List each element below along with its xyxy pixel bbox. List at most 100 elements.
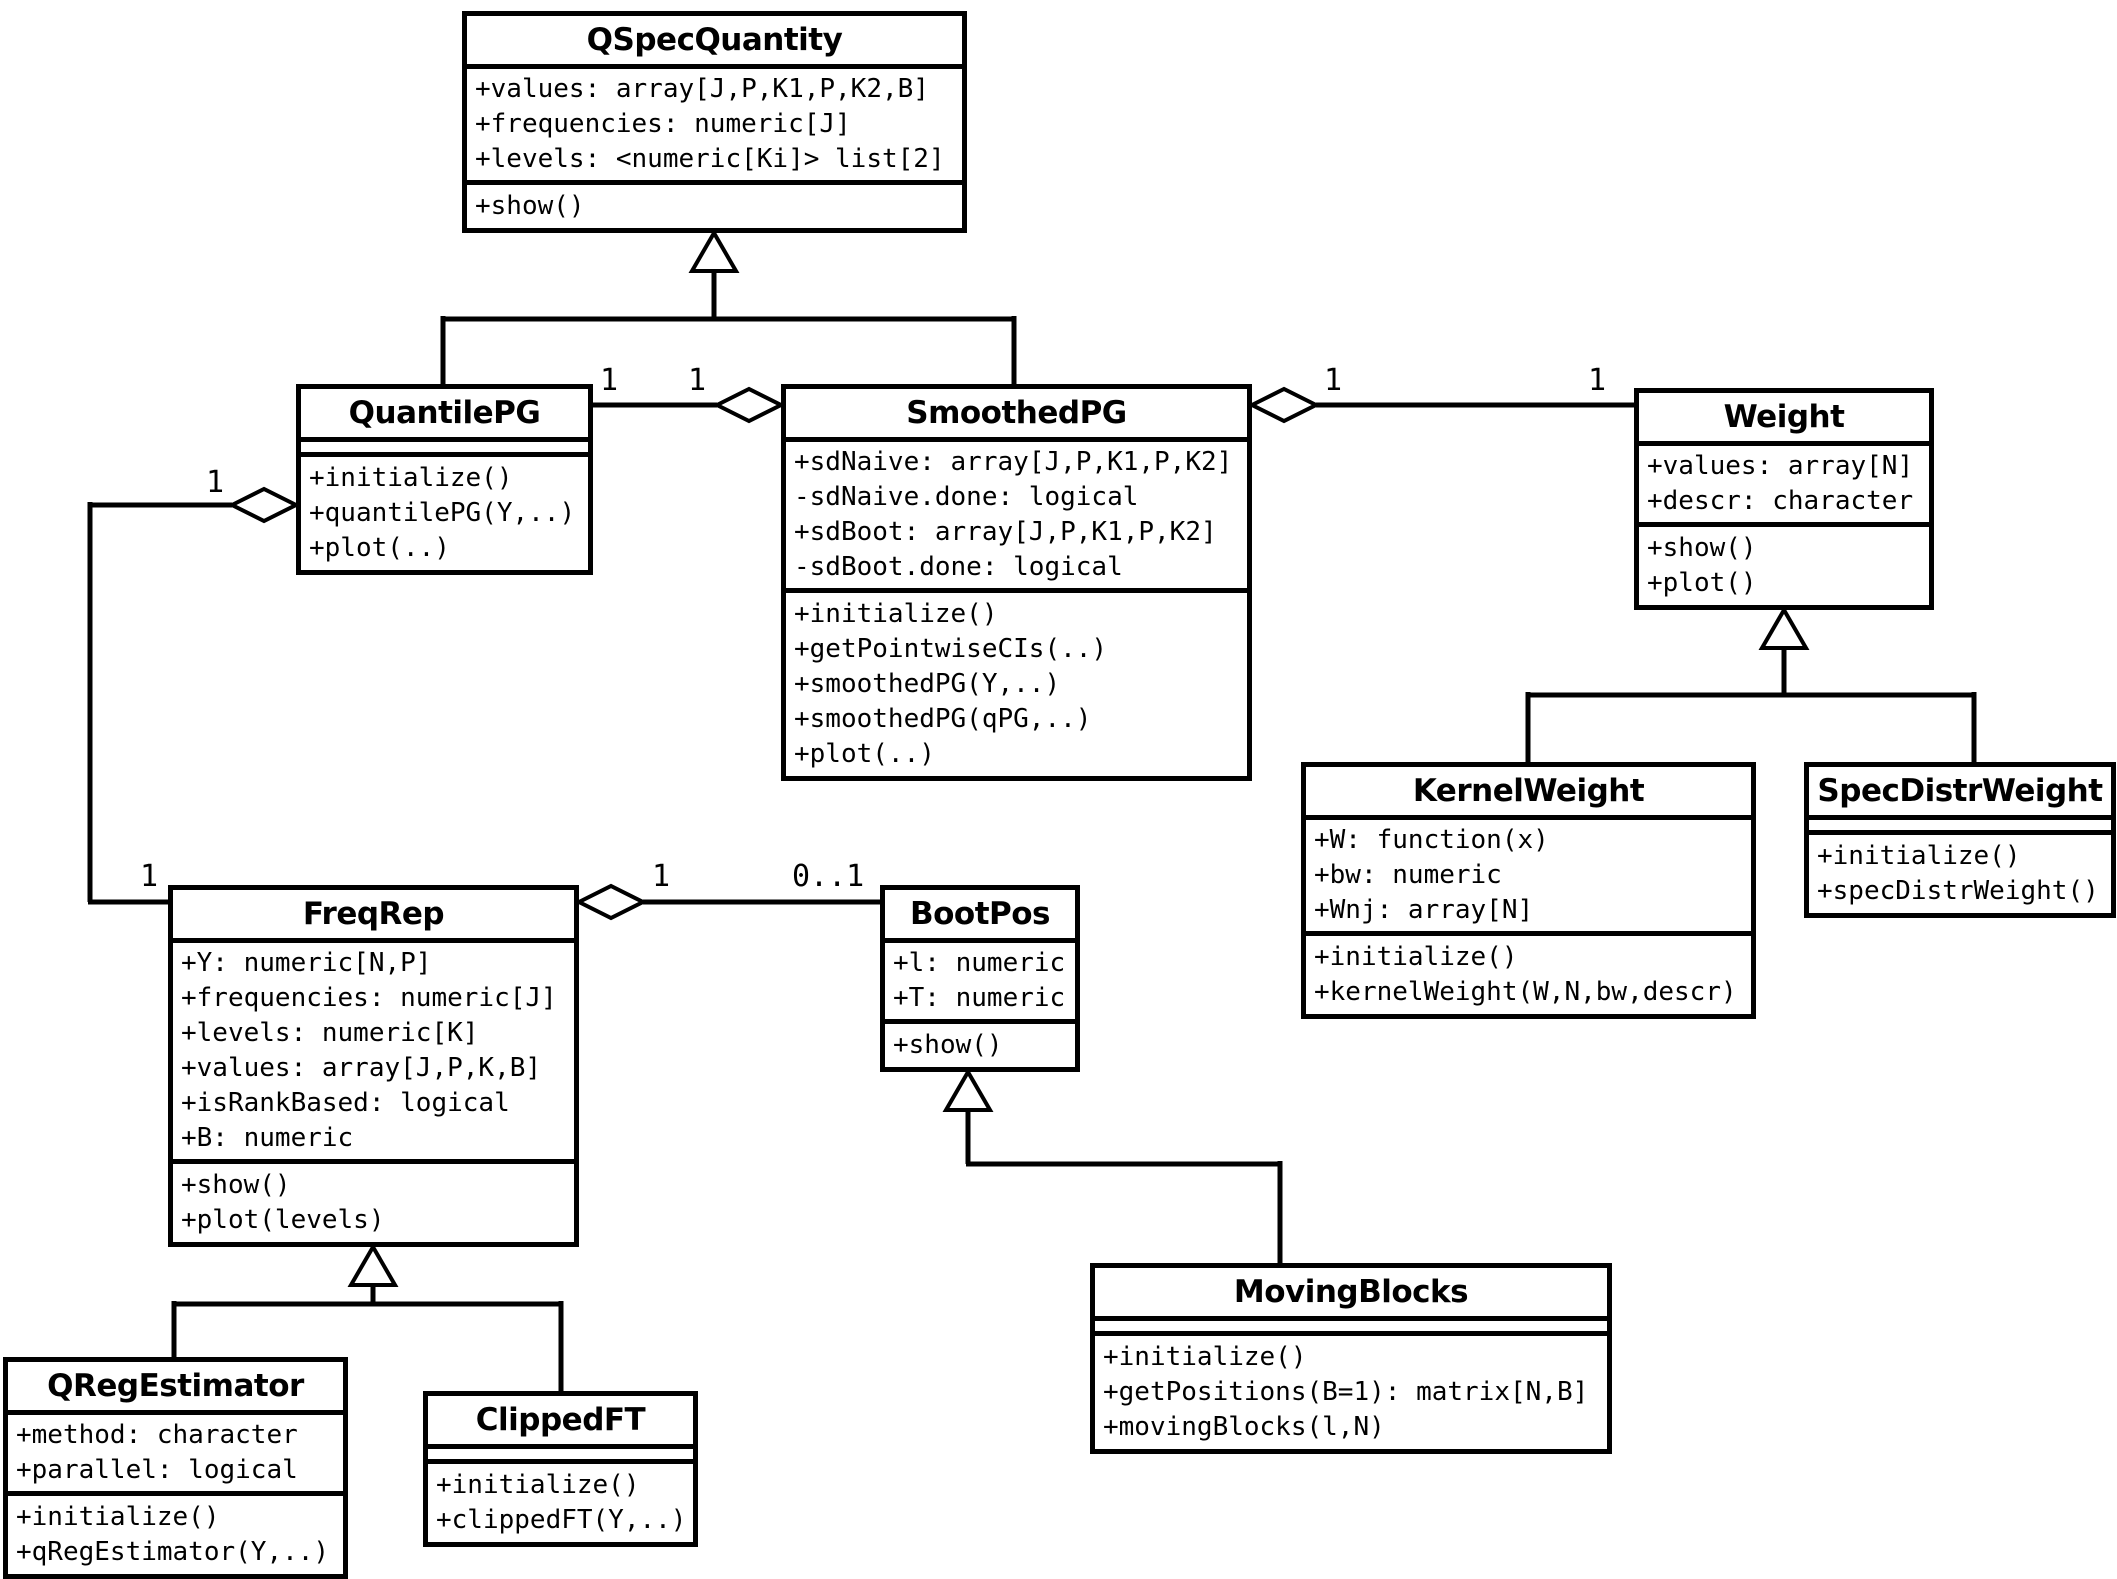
uml-member-line: +plot(..) xyxy=(794,739,935,769)
class-attributes-weight: +values: array[N]+descr: character xyxy=(1639,446,1929,527)
uml-member-line: +show() xyxy=(1647,533,1757,563)
class-bootpos: BootPos +l: numeric+T: numeric +show() xyxy=(880,885,1080,1072)
class-attributes-smoothedpg: +sdNaive: array[J,P,K1,P,K2] -sdNaive.don… xyxy=(786,442,1247,593)
class-attributes-clippedft xyxy=(428,1449,693,1464)
uml-member-line: +initialize() xyxy=(1314,942,1518,972)
class-weight: Weight +values: array[N]+descr: characte… xyxy=(1634,388,1934,610)
uml-member-line: +levels: numeric[K] xyxy=(181,1018,479,1048)
uml-member-line: +frequencies: numeric[J] xyxy=(475,109,851,139)
class-methods-weight: +show() +plot() xyxy=(1639,527,1929,605)
aggregation-diamond-smoothedpg-right xyxy=(1247,386,1321,424)
class-kernelweight: KernelWeight +W: function(x)+bw: numeric… xyxy=(1301,762,1756,1019)
uml-member-line: -sdBoot.done: logical xyxy=(794,552,1123,582)
class-qspecquantity: QSpecQuantity +values: array[J,P,K1,P,K2… xyxy=(462,11,967,233)
uml-member-line: +initialize() xyxy=(436,1470,640,1500)
uml-member-line: +show() xyxy=(181,1170,291,1200)
uml-member-line: +smoothedPG(Y,..) xyxy=(794,669,1061,699)
class-title-weight: Weight xyxy=(1639,393,1929,446)
class-smoothedpg: SmoothedPG +sdNaive: array[J,P,K1,P,K2] -… xyxy=(781,384,1252,781)
class-methods-specdistrweight: +initialize() +specDistrWeight() xyxy=(1809,835,2111,913)
uml-member-line: +l: numeric xyxy=(893,948,1066,978)
class-qregestimator: QRegEstimator +method: character +paralle… xyxy=(3,1357,348,1579)
uml-member-line: +W: function(x) xyxy=(1314,825,1549,855)
uml-member-line: +initialize() xyxy=(309,463,513,493)
class-methods-bootpos: +show() xyxy=(885,1024,1075,1067)
uml-member-line: +Wnj: array[N] xyxy=(1314,895,1534,925)
uml-member-line: +plot() xyxy=(1647,568,1757,598)
class-title-qspecquantity: QSpecQuantity xyxy=(467,16,962,69)
class-methods-kernelweight: +initialize()+kernelWeight(W,N,bw,descr) xyxy=(1306,936,1751,1014)
uml-member-line: +levels: <numeric[Ki]> list[2] xyxy=(475,144,945,174)
uml-member-line: +specDistrWeight() xyxy=(1817,876,2099,906)
class-attributes-bootpos: +l: numeric +T: numeric xyxy=(885,943,1075,1024)
class-freqrep: FreqRep +Y: numeric[N,P] +frequencies: nu… xyxy=(168,885,579,1247)
inheritance-triangle-weight xyxy=(1758,606,1810,650)
class-methods-qspecquantity: +show() xyxy=(467,185,962,228)
class-quantilepg: QuantilePG +initialize()+quantilePG(Y,..… xyxy=(296,384,593,575)
multiplicity-quantilepg-smoothedpg-left: 1 xyxy=(600,363,619,398)
uml-member-line: +sdNaive: array[J,P,K1,P,K2] xyxy=(794,447,1233,477)
class-title-clippedft: ClippedFT xyxy=(428,1396,693,1449)
class-attributes-kernelweight: +W: function(x)+bw: numeric+Wnj: array[N… xyxy=(1306,820,1751,936)
multiplicity-freqrep-bootpos-right: 0..1 xyxy=(792,859,865,894)
uml-member-line: +sdBoot: array[J,P,K1,P,K2] xyxy=(794,517,1217,547)
multiplicity-smoothedpg-weight-left: 1 xyxy=(1324,363,1343,398)
aggregation-diamond-freqrep-right xyxy=(574,883,648,921)
uml-member-line: -sdNaive.done: logical xyxy=(794,482,1139,512)
class-attributes-quantilepg xyxy=(301,442,588,457)
class-methods-freqrep: +show() +plot(levels) xyxy=(173,1164,574,1242)
uml-member-line: +frequencies: numeric[J] xyxy=(181,983,557,1013)
class-title-freqrep: FreqRep xyxy=(173,890,574,943)
uml-member-line: +getPointwiseCIs(..) xyxy=(794,634,1108,664)
class-methods-smoothedpg: +initialize() +getPointwiseCIs(..) +smooth… xyxy=(786,593,1247,776)
inheritance-triangle-qspecquantity xyxy=(688,229,740,273)
class-specdistrweight: SpecDistrWeight +initialize() +specDistrW… xyxy=(1804,762,2116,918)
class-attributes-qspecquantity: +values: array[J,P,K1,P,K2,B] +frequencie… xyxy=(467,69,962,185)
uml-member-line: +smoothedPG(qPG,..) xyxy=(794,704,1092,734)
class-title-movingblocks: MovingBlocks xyxy=(1095,1268,1607,1321)
uml-member-line: +Y: numeric[N,P] xyxy=(181,948,432,978)
class-title-kernelweight: KernelWeight xyxy=(1306,767,1751,820)
uml-member-line: +plot(..) xyxy=(309,533,450,563)
uml-member-line: +T: numeric xyxy=(893,983,1066,1013)
uml-member-line: +qRegEstimator(Y,..) xyxy=(16,1537,330,1567)
class-methods-clippedft: +initialize() +clippedFT(Y,..) xyxy=(428,1464,693,1542)
inheritance-triangle-freqrep xyxy=(347,1243,399,1287)
class-title-specdistrweight: SpecDistrWeight xyxy=(1809,767,2111,820)
class-title-smoothedpg: SmoothedPG xyxy=(786,389,1247,442)
class-methods-quantilepg: +initialize() +quantilePG(Y,..) +plot(..) xyxy=(301,457,588,570)
class-attributes-freqrep: +Y: numeric[N,P] +frequencies: numeric[J]… xyxy=(173,943,574,1164)
class-clippedft: ClippedFT +initialize() +clippedFT(Y,..) xyxy=(423,1391,698,1547)
uml-member-line: +initialize() xyxy=(794,599,998,629)
class-attributes-movingblocks xyxy=(1095,1321,1607,1336)
class-methods-movingblocks: +initialize() +getPositions(B=1): matrix[… xyxy=(1095,1336,1607,1449)
uml-member-line: +initialize() xyxy=(1817,841,2021,871)
uml-member-line: +show() xyxy=(893,1030,1003,1060)
uml-member-line: +clippedFT(Y,..) xyxy=(436,1505,687,1535)
uml-member-line: +isRankBased: logical xyxy=(181,1088,510,1118)
uml-member-line: +initialize() xyxy=(1103,1342,1307,1372)
multiplicity-quantilepg-smoothedpg-right: 1 xyxy=(688,363,707,398)
multiplicity-quantilepg-freqrep-top: 1 xyxy=(206,465,225,500)
aggregation-diamond-quantilepg-left xyxy=(227,486,301,524)
uml-member-line: +initialize() xyxy=(16,1502,220,1532)
class-title-qregestimator: QRegEstimator xyxy=(8,1362,343,1415)
class-attributes-qregestimator: +method: character +parallel: logical xyxy=(8,1415,343,1496)
multiplicity-freqrep-bootpos-left: 1 xyxy=(652,859,671,894)
uml-member-line: +B: numeric xyxy=(181,1123,354,1153)
uml-member-line: +movingBlocks(l,N) xyxy=(1103,1412,1385,1442)
multiplicity-smoothedpg-weight-right: 1 xyxy=(1588,363,1607,398)
uml-member-line: +quantilePG(Y,..) xyxy=(309,498,576,528)
multiplicity-quantilepg-freqrep-bottom: 1 xyxy=(140,859,159,894)
class-attributes-specdistrweight xyxy=(1809,820,2111,835)
uml-member-line: +method: character xyxy=(16,1420,298,1450)
inheritance-triangle-bootpos xyxy=(942,1068,994,1112)
uml-member-line: +values: array[J,P,K,B] xyxy=(181,1053,542,1083)
uml-member-line: +values: array[J,P,K1,P,K2,B] xyxy=(475,74,929,104)
uml-member-line: +values: array[N] xyxy=(1647,451,1914,481)
uml-member-line: +parallel: logical xyxy=(16,1455,298,1485)
uml-member-line: +plot(levels) xyxy=(181,1205,385,1235)
uml-member-line: +getPositions(B=1): matrix[N,B] xyxy=(1103,1377,1589,1407)
